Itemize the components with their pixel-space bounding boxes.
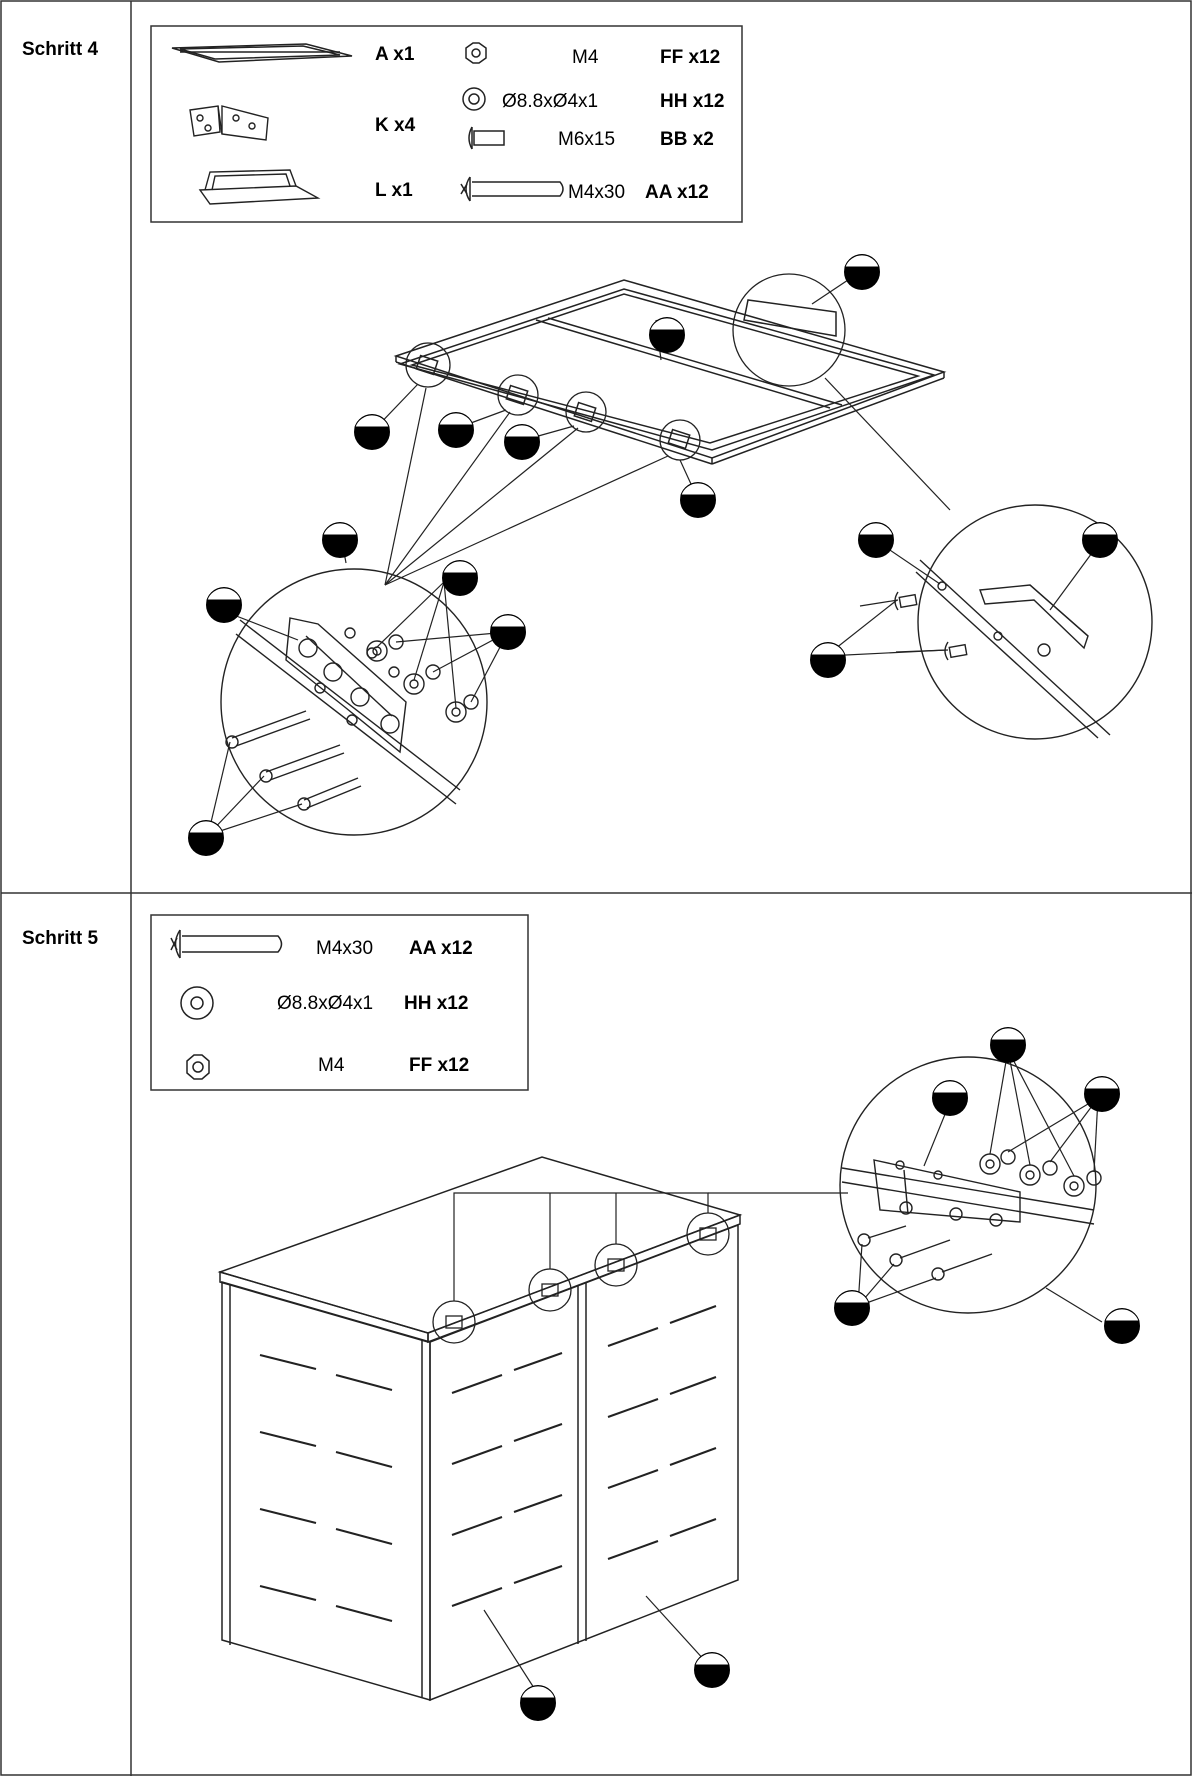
callout-marker — [322, 522, 358, 558]
part-code: FF x12 — [660, 47, 720, 68]
part-code: K x4 — [375, 115, 416, 136]
nut-icon — [465, 42, 487, 64]
callout-marker — [810, 642, 846, 678]
callout-marker — [354, 414, 390, 450]
callout-marker — [206, 587, 242, 623]
part-spec: Ø8.8xØ4x1 — [277, 993, 373, 1014]
part-spec: M4x30 — [568, 182, 625, 203]
handle-detail-leaders — [825, 541, 1101, 657]
callout-marker — [1104, 1308, 1140, 1344]
callout-marker — [1084, 1076, 1120, 1112]
part-code: AA x12 — [645, 182, 709, 203]
vent-slots — [259, 1305, 717, 1622]
lid-frame-drawing — [393, 279, 947, 465]
part-spec: Ø8.8xØ4x1 — [502, 91, 598, 112]
callout-marker — [932, 1080, 968, 1116]
callout-marker — [834, 1290, 870, 1326]
callout-marker — [520, 1685, 556, 1721]
step-5-label: Schritt 5 — [22, 928, 98, 949]
screw-long-icon — [460, 176, 564, 202]
shed-leader-lines — [453, 1192, 848, 1689]
callout-marker — [649, 317, 685, 353]
part-code: HH x12 — [404, 993, 468, 1014]
hinge-detail-view — [220, 568, 488, 836]
callout-marker — [694, 1652, 730, 1688]
callout-marker — [438, 412, 474, 448]
nut-icon — [186, 1054, 210, 1080]
shed-detail-leaders — [857, 1049, 1103, 1323]
callout-marker — [442, 560, 478, 596]
leader-lines — [339, 271, 951, 586]
callout-markers — [188, 254, 1118, 856]
callout-markers-step5 — [520, 1027, 1140, 1721]
washer-icon — [462, 87, 486, 111]
callout-marker — [504, 424, 540, 460]
bin-shed-drawing — [217, 1156, 743, 1702]
callout-marker — [844, 254, 880, 290]
part-spec: M4 — [572, 47, 599, 68]
part-spec: M4 — [318, 1055, 345, 1076]
part-spec: M6x15 — [558, 129, 615, 150]
part-code: HH x12 — [660, 91, 724, 112]
callout-marker — [1082, 522, 1118, 558]
shed-hinge-detail-view — [839, 1056, 1102, 1314]
handle-detail-view — [894, 504, 1153, 740]
part-code: FF x12 — [409, 1055, 469, 1076]
step-4-parts-box: A x1 K x4 L x1 M4 FF x12 Ø8.8xØ4 — [150, 25, 743, 223]
callout-marker — [680, 482, 716, 518]
handle-icon — [198, 169, 321, 205]
bolt-short-icon — [468, 126, 505, 150]
callout-marker — [990, 1027, 1026, 1063]
part-code: AA x12 — [409, 938, 473, 959]
callout-marker — [858, 522, 894, 558]
callout-marker — [490, 614, 526, 650]
hinge-detail-leaders — [207, 581, 509, 836]
step-5-parts-box: M4x30 AA x12 Ø8.8xØ4x1 HH x12 M4 FF x12 — [150, 914, 529, 1091]
washer-icon — [180, 986, 214, 1020]
screw-long-icon — [170, 929, 283, 959]
step-4-label: Schritt 4 — [22, 39, 98, 60]
part-code: L x1 — [375, 180, 413, 201]
panel-frame-icon — [171, 43, 353, 63]
hinge-highlight-circles — [405, 273, 846, 461]
part-code: BB x2 — [660, 129, 714, 150]
callout-marker — [188, 820, 224, 856]
part-code: A x1 — [375, 44, 415, 65]
part-spec: M4x30 — [316, 938, 373, 959]
hinge-icon — [189, 105, 269, 141]
